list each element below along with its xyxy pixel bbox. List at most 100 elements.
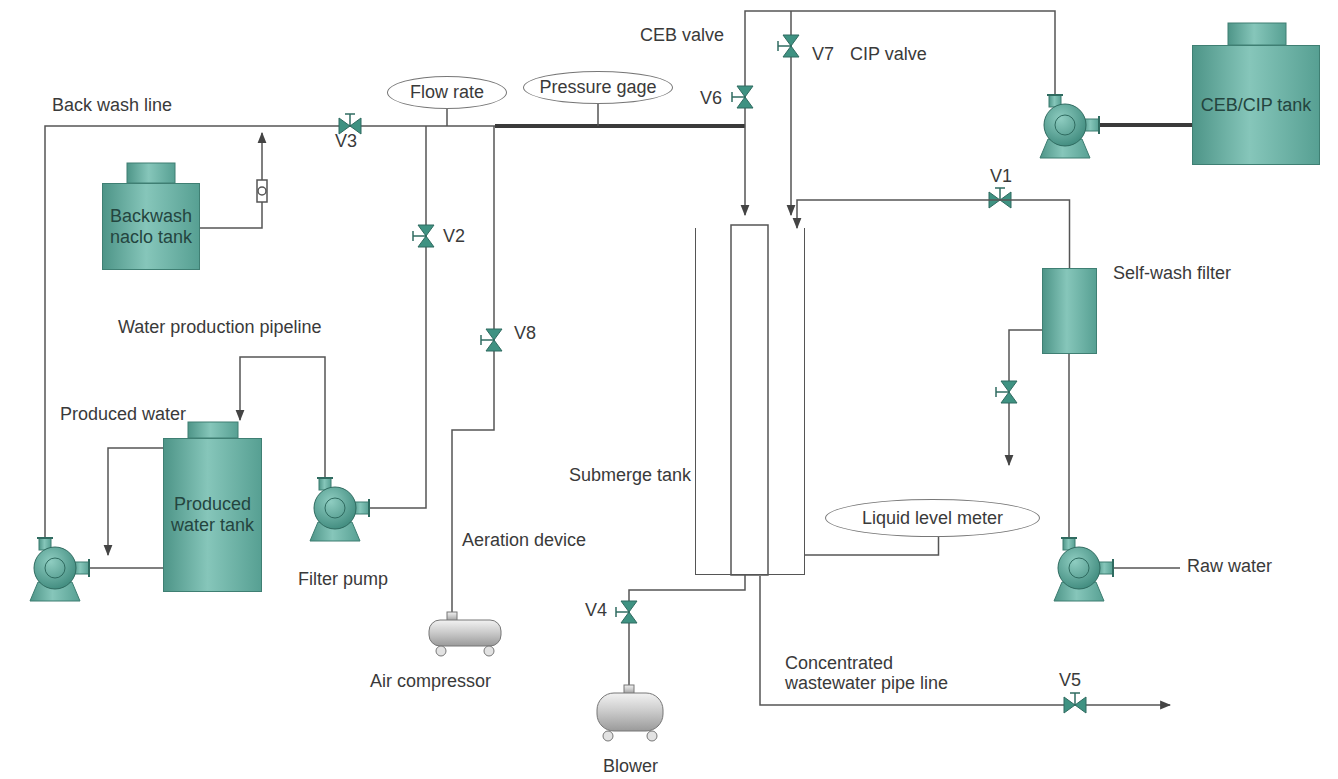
pump-symbol <box>1054 538 1113 601</box>
valve-tag: V7 <box>812 44 834 65</box>
pipe-part <box>996 391 1009 393</box>
raw-water-suction <box>1113 567 1180 569</box>
pipe-part <box>486 329 502 340</box>
part-label: Raw water <box>1187 556 1272 577</box>
valve-tag: V4 <box>585 600 607 621</box>
valve-symbol <box>1064 693 1086 713</box>
pipe-part <box>783 46 799 57</box>
valve-tag: V5 <box>1059 670 1081 691</box>
storage-tank: Produced water tank <box>163 438 262 592</box>
pipe-part <box>436 646 446 656</box>
pipe-part <box>1061 537 1077 539</box>
part-label: CEB valve <box>640 25 724 46</box>
production-pipe <box>369 126 426 508</box>
air-machine-symbol <box>597 685 663 741</box>
valve-tag: V2 <box>443 226 465 247</box>
pipe-part <box>778 45 791 47</box>
backwash-suction <box>89 567 163 569</box>
pipe-part <box>995 187 1005 189</box>
tank-label: Backwash naclo tank <box>107 206 195 247</box>
pipe-part <box>783 35 799 46</box>
flow-indicator <box>257 180 267 202</box>
pipe-part <box>45 558 65 578</box>
part-label: Blower <box>603 756 658 777</box>
pipe-part <box>621 601 637 612</box>
gauge-oval: Pressure gage <box>523 71 673 104</box>
pipe-part <box>1055 115 1075 135</box>
tank-cap <box>127 163 175 183</box>
pipe-part <box>737 86 753 97</box>
pipe-part <box>1075 697 1086 713</box>
part-label: Back wash line <box>52 95 172 116</box>
part-label: Aeration device <box>462 530 586 551</box>
pipe-part <box>37 537 53 539</box>
pipe-part <box>325 498 345 518</box>
tank-cap <box>1228 23 1286 45</box>
pipe-part <box>1070 692 1080 694</box>
pump-symbol <box>30 538 89 601</box>
pipe-part <box>1112 559 1114 577</box>
pipe-part <box>45 11 1192 705</box>
pipe-part <box>30 35 1113 741</box>
unit-heading: Self-wash filter <box>1113 263 1231 284</box>
valve-tag: V3 <box>335 131 357 152</box>
pipe-part <box>34 547 76 589</box>
pipe-part <box>777 41 779 51</box>
part-label: Water production pipeline <box>118 317 321 338</box>
valve-symbol <box>616 601 637 623</box>
pipe-connector <box>797 200 1070 268</box>
valve-symbol <box>996 381 1017 403</box>
submerge-tank: Submerge tank <box>695 228 805 575</box>
tank-label: Produced water tank <box>168 494 257 535</box>
filter-box: Self-wash filter <box>1042 268 1097 354</box>
pipe-part <box>1058 547 1100 589</box>
valve-symbol <box>989 188 1011 208</box>
flow-indicator <box>258 187 266 195</box>
backwash-pipe <box>45 126 495 538</box>
membrane-module <box>731 225 768 575</box>
gauge-oval: Liquid level meter <box>825 499 1040 537</box>
pipe-part <box>418 236 434 247</box>
pipe-part <box>1074 693 1076 705</box>
pipe-part <box>88 559 90 577</box>
pipe-part <box>1001 381 1017 392</box>
pipe-part <box>1044 104 1086 146</box>
pipe-part <box>1069 558 1089 578</box>
pipe-part <box>737 97 753 108</box>
pipe-part <box>1098 116 1100 134</box>
pipe-part <box>317 477 333 479</box>
pipe-part <box>345 113 355 115</box>
pipe-part <box>1064 697 1075 713</box>
blower-pipe <box>629 565 745 685</box>
pipe-part <box>621 612 637 623</box>
pipe-part <box>480 335 482 345</box>
pump-symbol <box>1040 95 1099 158</box>
pipe-part <box>418 225 434 236</box>
part-label: Filter pump <box>298 569 388 590</box>
gauge-tap <box>597 103 599 126</box>
part-label: Concentrated wastewater pipe line <box>785 654 975 694</box>
gauge-label: Flow rate <box>410 82 484 103</box>
tank-cap <box>188 422 238 438</box>
pipe-part <box>732 96 745 98</box>
pipe-part <box>647 731 657 741</box>
naclo-pipe <box>200 133 262 228</box>
tank-label: CEB/CIP tank <box>1201 95 1312 116</box>
gauge-tap <box>446 106 448 126</box>
pipe-part <box>127 23 1286 438</box>
ceb-pipe <box>745 11 1055 215</box>
unit-heading: Submerge tank <box>569 465 691 486</box>
pipe-part <box>349 114 351 126</box>
valve-tag: V1 <box>990 166 1012 187</box>
pipe-part <box>368 499 370 517</box>
pipe-part <box>314 487 356 529</box>
pipe-part <box>486 340 502 351</box>
pipe-part <box>603 731 613 741</box>
raw-water-pipe <box>1068 354 1070 538</box>
pipe-part <box>615 607 617 617</box>
pipe-part <box>413 235 426 237</box>
gauge-label: Pressure gage <box>539 77 656 98</box>
produced-water-pipe <box>108 448 163 555</box>
